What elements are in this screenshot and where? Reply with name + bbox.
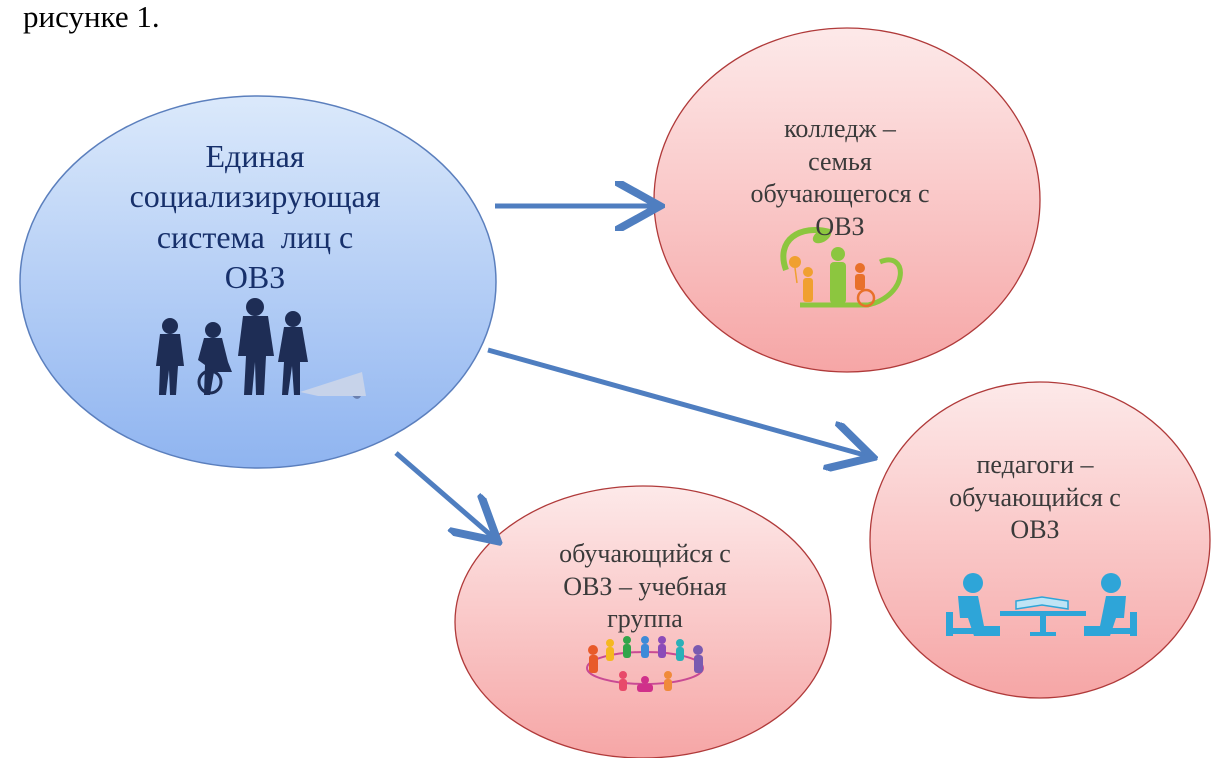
intro-text: рисунке 1. [23, 0, 160, 34]
people-silhouettes-icon [156, 298, 366, 399]
arrow-to-group [394, 451, 494, 538]
main-node-label-line: система лиц с [156, 218, 354, 255]
group-node-label-line: ОВЗ – учебная [563, 571, 727, 601]
teachers-node-label-line: ОВЗ [1010, 515, 1060, 544]
teachers-node-label-line: педагоги – [976, 450, 1094, 479]
group-node-label-line: обучающийся с [559, 539, 731, 568]
family-with-wheelchair-icon [780, 227, 903, 308]
teachers-node-label: педагоги – обучающийся с ОВЗ [905, 449, 1165, 547]
group-node-circle [454, 485, 832, 758]
main-node-label-line: ОВЗ [224, 258, 286, 295]
family-node-label-line: обучающегося с [750, 179, 930, 208]
teacher-student-desk-icon [946, 573, 1137, 636]
teachers-node-label-line: обучающийся с [949, 482, 1121, 512]
family-node-label-line: семья [808, 146, 872, 176]
main-node-label-line: социализирующая [129, 178, 381, 215]
group-node-label-line: группа [607, 604, 683, 633]
group-node-label: обучающийся с ОВЗ – учебная группа [520, 538, 770, 636]
family-node-label: колледж – семья обучающегося с ОВЗ [700, 113, 980, 243]
main-node-circle [19, 95, 497, 469]
children-circle-icon [586, 636, 704, 692]
family-node-label-line: ОВЗ [815, 211, 865, 241]
main-node-label: Единая социализирующая система лиц с ОВЗ [95, 136, 415, 297]
teachers-node-circle [869, 381, 1211, 699]
family-node-label-line: колледж – [784, 114, 896, 143]
arrow-to-teachers [487, 347, 868, 456]
main-node-label-line: Единая [205, 138, 305, 174]
